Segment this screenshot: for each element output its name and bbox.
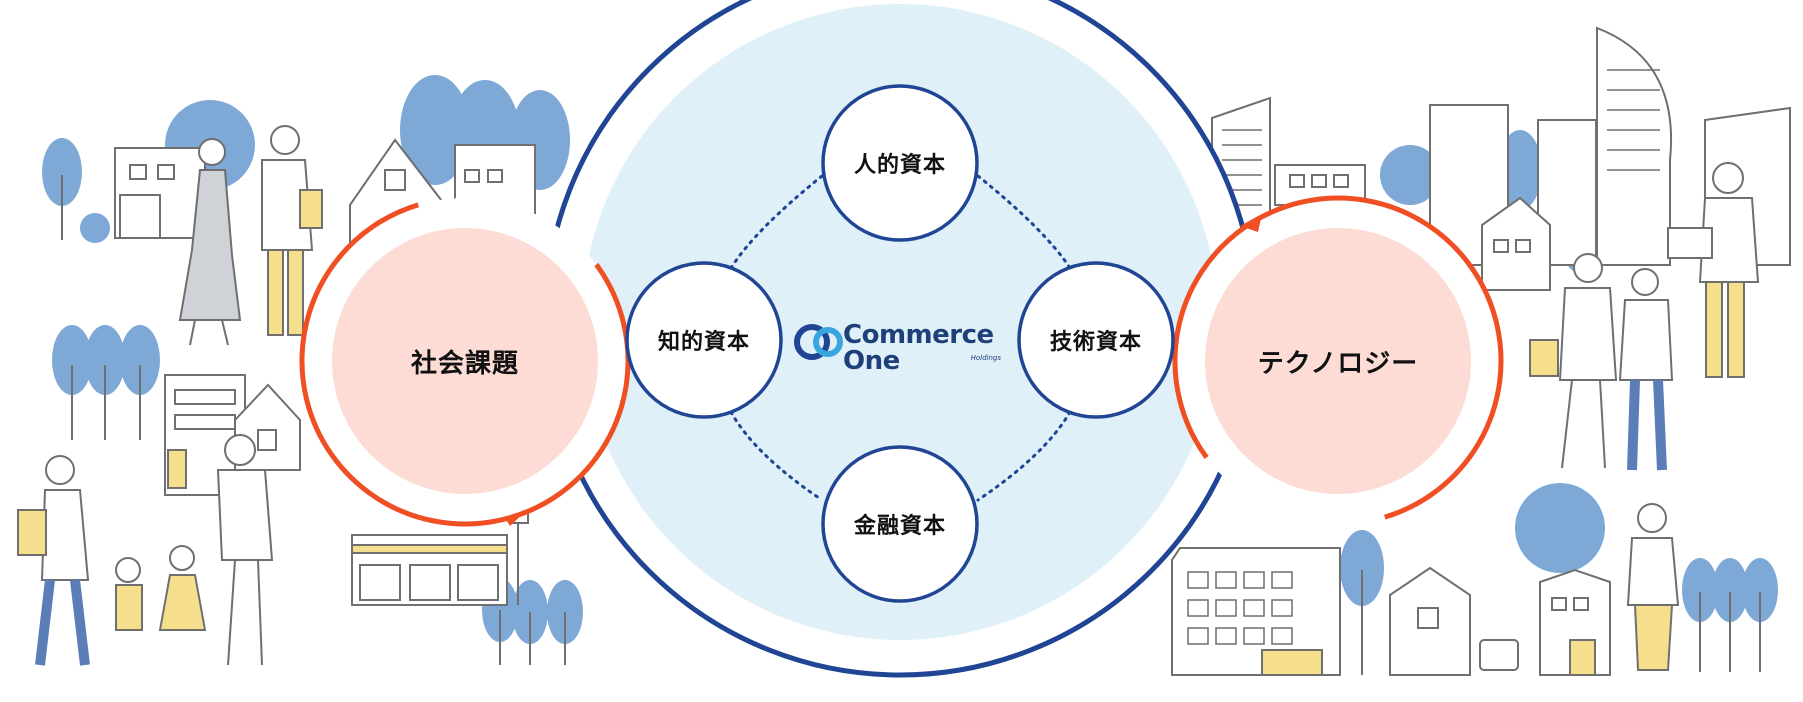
person-thinking-icon xyxy=(1626,503,1680,671)
people-talking-icon xyxy=(1529,253,1674,471)
capital-label-intellectual: 知的資本 xyxy=(657,330,750,355)
capital-node-financial xyxy=(821,445,979,603)
person-laptop-icon xyxy=(1667,162,1760,378)
family-walking-icon xyxy=(17,434,274,666)
commerce-one-logo: Commerce One Holdings xyxy=(843,322,1003,374)
capital-connectors xyxy=(729,174,1072,502)
capital-label-technical: 技術資本 xyxy=(1049,330,1142,355)
logo-subtitle: Holdings xyxy=(970,354,1001,362)
social-issues-arrowhead xyxy=(505,510,527,526)
technology-disk xyxy=(1205,228,1471,494)
logo-wordmark: Commerce One xyxy=(843,320,994,376)
capital-label-financial: 金融資本 xyxy=(853,514,946,539)
commerce-one-logo-icon xyxy=(794,324,843,360)
couple-walking-icon xyxy=(178,125,323,346)
city-illustration-left xyxy=(17,75,583,666)
capital-node-human xyxy=(821,84,979,242)
capital-area-disk xyxy=(582,4,1218,640)
capital-label-human: 人的資本 xyxy=(853,153,946,178)
capital-node-technical xyxy=(1017,261,1175,419)
capital-node-intellectual xyxy=(625,261,783,419)
social-issues-disk xyxy=(332,228,598,494)
social-issues-label: 社会課題 xyxy=(410,348,519,379)
technology-arrowhead xyxy=(1240,214,1262,232)
technology-label: テクノロジー xyxy=(1257,348,1419,379)
